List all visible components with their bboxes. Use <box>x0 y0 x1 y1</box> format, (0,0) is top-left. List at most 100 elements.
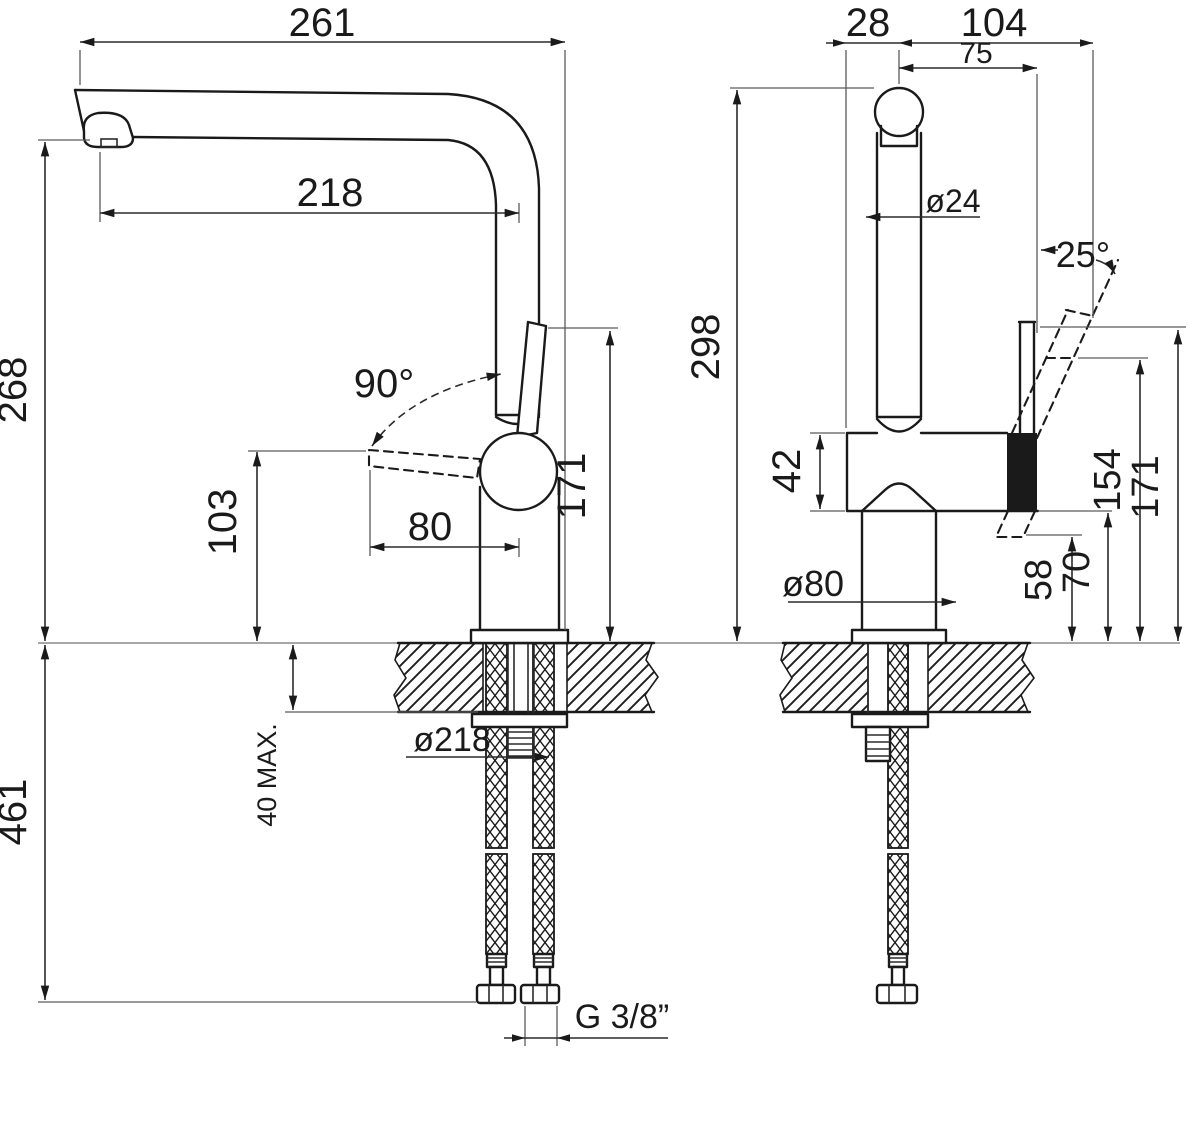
aerator-slot <box>100 138 118 148</box>
arrow <box>833 39 846 47</box>
dim-total-width: 261 <box>79 1 566 630</box>
label-base-diameter: ø80 <box>782 563 956 607</box>
spout-top-contour <box>73 88 541 417</box>
arrow <box>1080 39 1093 47</box>
supply-hoses-side <box>475 642 561 1005</box>
faucet-outline-side <box>73 88 570 645</box>
hex-nut <box>475 983 517 1005</box>
dim-label-spout-top-height: 171 <box>550 453 594 520</box>
dim-overall-height: 298 <box>684 87 874 641</box>
mounting-washer <box>850 712 930 729</box>
dim-label-overall-width: 104 <box>961 1 1028 45</box>
dim-label-below-deck: 461 <box>0 779 35 846</box>
front-view: 28 104 75 298 ø24 25° <box>684 1 1186 1005</box>
riser-pipe <box>875 131 923 419</box>
dim-label-handle-angle: 25° <box>1056 234 1110 275</box>
label-hose-thread: G 3/8” <box>504 998 669 1046</box>
dim-label-total-width: 261 <box>289 1 356 45</box>
dim-label-thread: G 3/8” <box>575 998 669 1036</box>
arrow <box>557 1034 570 1042</box>
dim-below-deck: 461 <box>0 645 476 1003</box>
ball-joint <box>478 431 559 512</box>
dim-label-spout-reach: 218 <box>297 171 364 215</box>
hose-end-fitting <box>519 952 561 1005</box>
arrow <box>512 1034 525 1042</box>
dim-lever-height: 103 <box>201 450 366 641</box>
dim-lever-reach: 80 <box>369 470 520 557</box>
hex-nut <box>519 983 561 1005</box>
dim-body-clearance: 70 <box>1056 513 1113 641</box>
dim-label-overall-height: 298 <box>684 314 728 381</box>
dim-label-handle-clearance: 58 <box>1018 559 1060 601</box>
hex-nut-facets <box>888 985 906 1003</box>
handle-lever-dashed <box>367 448 482 480</box>
angle-arc <box>371 372 502 447</box>
handle-down-dashed <box>994 509 1037 539</box>
faucet-outline-front <box>845 86 1112 645</box>
mounting-washer <box>470 712 569 729</box>
dim-label-handle-offset: 75 <box>959 37 992 70</box>
dim-handle-top-height: 171 <box>1040 326 1186 641</box>
dim-spout-reach: 218 <box>99 152 520 223</box>
handle-hub <box>1007 433 1037 511</box>
dim-body-offset: 28 <box>826 1 1093 428</box>
dim-handle-mid-height: 154 <box>1078 357 1148 641</box>
handle-alt-position-side <box>367 448 482 480</box>
body-block <box>845 431 1040 513</box>
hex-nut-facets <box>532 985 548 1003</box>
counter-cross-section-side <box>393 641 659 714</box>
handle-tilted-dashed <box>1010 258 1120 440</box>
spout-end-bracket <box>879 124 919 148</box>
label-handle-angle: 25° <box>1041 234 1116 275</box>
dim-label-handle-mid-height: 154 <box>1087 448 1129 511</box>
hex-nut <box>875 983 919 1005</box>
dim-label-height-above-deck: 268 <box>0 357 35 424</box>
ferrule-lines <box>889 957 907 963</box>
body-column <box>478 485 561 632</box>
hex-nut-facets <box>488 985 504 1003</box>
dim-label-body-offset: 28 <box>846 1 891 45</box>
extension-lines <box>79 50 566 630</box>
dim-label-base-dia: ø80 <box>782 563 844 604</box>
ferrule-lines <box>534 957 553 963</box>
counter-cross-section-front <box>779 641 1035 714</box>
handle-upright <box>1017 320 1037 435</box>
dim-handle-offset: 75 <box>899 37 1038 333</box>
fitting-neck <box>535 965 552 987</box>
dim-label-hole-dia: ø218 <box>413 721 491 759</box>
shank-tube <box>507 643 535 759</box>
label-hole-diameter: ø218 <box>406 721 549 762</box>
dim-label-lever-reach: 80 <box>408 505 453 549</box>
hose-braid <box>485 853 508 955</box>
hose-ferrule <box>532 952 555 969</box>
handle-alt-positions-front <box>994 258 1120 539</box>
handle-lever <box>515 320 548 439</box>
hose-braid <box>532 853 555 955</box>
hose-braid <box>887 853 909 955</box>
ferrule-lines <box>487 957 506 963</box>
shank-threads <box>508 731 534 757</box>
hose-end-fitting <box>875 952 919 1005</box>
swivel-angle-annotation: 90° <box>354 362 502 447</box>
counter-slab-left <box>393 642 484 713</box>
dim-handle-clearance: 58 <box>1018 534 1082 641</box>
label-riser-diameter: ø24 <box>866 183 981 222</box>
aerator <box>82 111 135 149</box>
dim-deck-thickness: 40 MAX. <box>252 645 478 827</box>
base-flange <box>850 628 948 645</box>
hose-braid <box>532 642 555 849</box>
riser-joint <box>875 415 923 433</box>
extension-lines <box>524 1006 558 1046</box>
arrow <box>899 39 912 47</box>
base-dome <box>860 482 938 513</box>
dim-label-swivel-angle: 90° <box>354 362 415 406</box>
counter-slab-right <box>927 642 1035 713</box>
stud-threads <box>866 734 890 757</box>
dim-label-body-clearance: 70 <box>1056 551 1098 593</box>
dim-label-lever-height: 103 <box>201 489 245 556</box>
side-view: 90° 261 218 268 461 <box>0 1 1180 1046</box>
angle-arrow-right <box>1095 259 1116 275</box>
fitting-neck <box>488 965 505 987</box>
